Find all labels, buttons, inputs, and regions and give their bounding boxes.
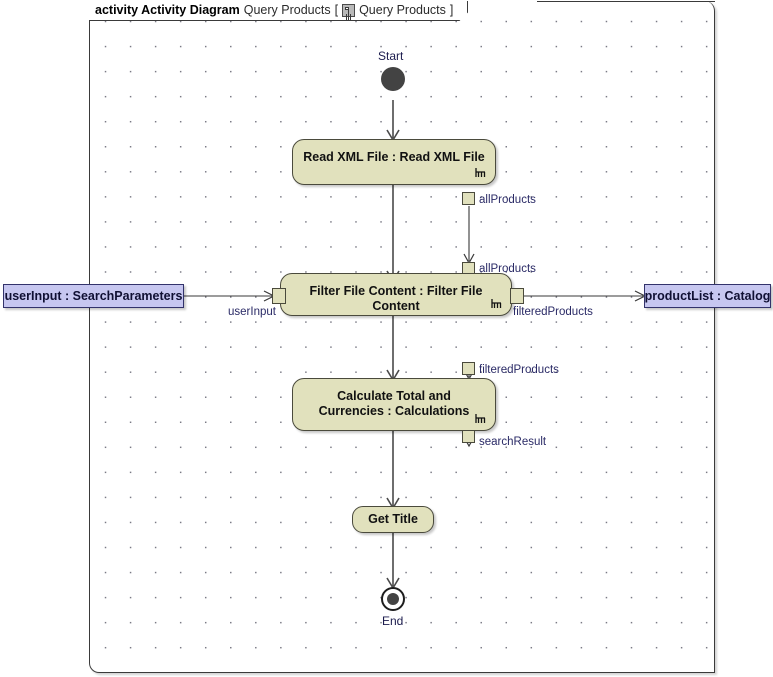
activity-read-xml-file-label: Read XML File : Read XML File [303, 150, 485, 164]
pin-calculate-out[interactable] [462, 430, 475, 443]
object-node-product-list-label: productList : Catalog [644, 289, 771, 303]
initial-node[interactable] [381, 67, 405, 91]
frame-header-tab[interactable]: activity Activity Diagram Query Products… [89, 1, 468, 21]
activity-diagram-icon [342, 4, 355, 17]
rake-icon [475, 414, 486, 423]
pin-calculate-in-label: filteredProducts [479, 364, 559, 376]
object-node-user-input[interactable]: userInput : SearchParameters [3, 284, 184, 308]
end-node-caption: End [382, 614, 404, 628]
activity-get-title-label: Get Title [368, 512, 418, 526]
activity-get-title[interactable]: Get Title [352, 506, 434, 533]
frame-inner-name: Query Products [359, 3, 446, 18]
pin-filter-in-left-label: userInput [228, 306, 276, 318]
pin-calculate-in[interactable] [462, 362, 475, 375]
activity-calculate-total[interactable]: Calculate Total and Currencies : Calcula… [292, 378, 496, 431]
frame-bracket-close: ] [449, 3, 454, 18]
rake-icon [475, 168, 486, 177]
frame-diagram-name: Query Products [243, 3, 331, 18]
rake-icon [491, 299, 502, 308]
pin-filter-in-left[interactable] [272, 288, 286, 304]
activity-calculate-total-label: Calculate Total and Currencies : Calcula… [318, 389, 470, 418]
pin-read-xml-out[interactable] [462, 192, 475, 205]
object-node-user-input-label: userInput : SearchParameters [4, 289, 183, 303]
pin-filter-out-right[interactable] [510, 288, 524, 304]
pin-calculate-out-label: searchResult [479, 436, 547, 448]
pin-filter-in-top-label: allProducts [479, 263, 536, 275]
object-node-product-list[interactable]: productList : Catalog [644, 284, 771, 308]
activity-final-node[interactable] [381, 587, 405, 611]
frame-bracket-open: [ [334, 3, 339, 18]
diagram-frame [89, 1, 715, 673]
pin-read-xml-out-label: allProducts [479, 194, 536, 206]
frame-top-border [537, 1, 715, 2]
activity-read-xml-file[interactable]: Read XML File : Read XML File [292, 139, 496, 185]
start-node-caption: Start [378, 49, 404, 63]
pin-filter-out-right-label: filteredProducts [513, 306, 593, 318]
activity-filter-file-content[interactable]: Filter File Content : Filter File Conten… [280, 273, 512, 316]
activity-filter-file-content-label: Filter File Content : Filter File Conten… [309, 284, 483, 313]
frame-keyword: activity Activity Diagram [95, 3, 240, 18]
